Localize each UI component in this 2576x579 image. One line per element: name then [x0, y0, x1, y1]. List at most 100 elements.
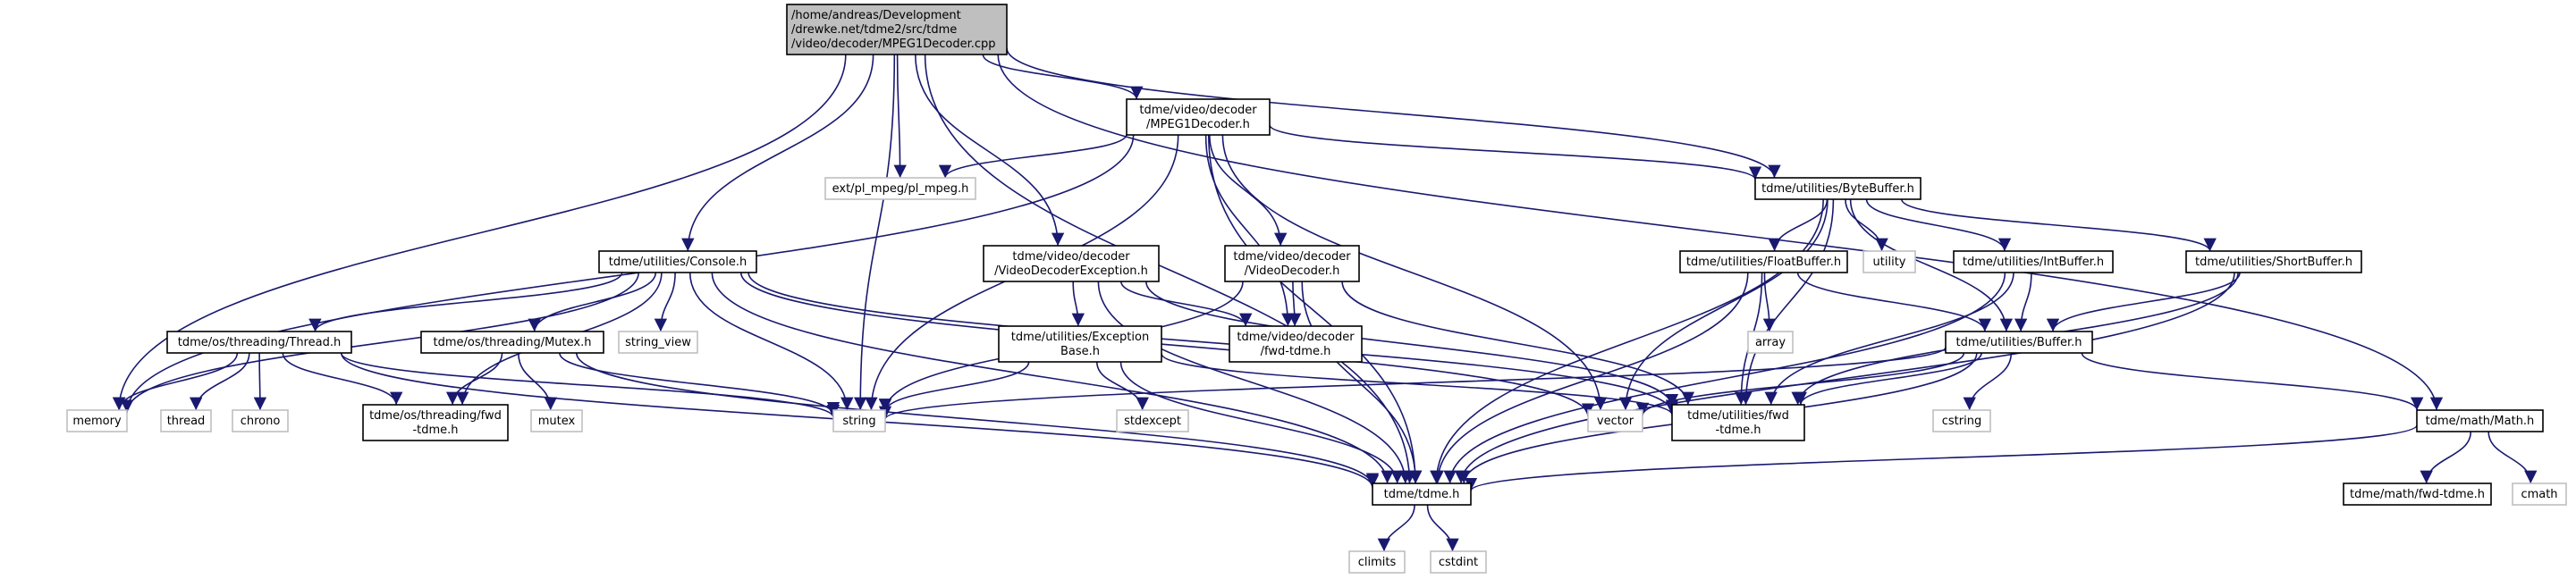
- edge-thread-to-threading_fwd: [282, 352, 403, 406]
- node-buffer[interactable]: tdme/utilities/Buffer.h: [1945, 331, 2093, 354]
- edge-thread-to-memory: [113, 352, 239, 411]
- edge-tdme_h-to-climits: [1377, 504, 1415, 552]
- edge-bytebuffer-to-shortbuffer: [1901, 198, 2217, 252]
- node-box: [983, 245, 1160, 282]
- edge-root-to-memory: [112, 54, 847, 411]
- node-utility: utility: [1862, 250, 1916, 273]
- node-label: tdme/utilities/FloatBuffer.h: [1686, 256, 1841, 269]
- edge-console-to-string_view: [654, 272, 676, 332]
- node-util-fwd[interactable]: tdme/utilities/fwd-tdme.h: [1671, 404, 1805, 441]
- node-box: [1372, 482, 1472, 506]
- node-label: array: [1755, 336, 1786, 349]
- node-label: thread: [167, 415, 206, 428]
- edge-buffer-to-cstring: [1963, 352, 2013, 411]
- node-box: [618, 331, 698, 354]
- node-vd-fwd[interactable]: tdme/video/decoder/fwd-tdme.h: [1229, 325, 1363, 363]
- edge-mpeg1_h-to-vector: [1221, 134, 1608, 411]
- node-climits: climits: [1348, 550, 1406, 574]
- edge-console-to-string: [688, 272, 854, 411]
- edge-thread-to-thread_std: [190, 352, 250, 411]
- node-box: [2512, 482, 2567, 506]
- edge-console-to-util_fwd: [747, 272, 1679, 413]
- node-label: tdme/video/decoder: [1233, 250, 1351, 264]
- edge-mutex_h-to-string: [559, 352, 840, 415]
- node-box: [1754, 177, 1921, 200]
- edge-floatbuffer-to-array: [1762, 272, 1777, 332]
- edge-console-to-thread: [308, 272, 623, 332]
- node-label: stdexcept: [1124, 415, 1181, 428]
- node-box: [2185, 250, 2362, 273]
- edge-root-to-string: [854, 54, 896, 411]
- node-box: [786, 4, 1008, 55]
- node-label: tdme/os/threading/Thread.h: [178, 336, 341, 349]
- node-box: [160, 409, 212, 432]
- edge-root-to-pl_mpeg: [893, 54, 907, 179]
- node-label: /VideoDecoder.h: [1245, 264, 1340, 278]
- edge-vde_h-to-util_fwd: [1145, 281, 1679, 407]
- node-box: [824, 177, 976, 200]
- edge-floatbuffer-to-buffer: [1796, 272, 1992, 332]
- edge-buffer-to-string: [879, 346, 1947, 420]
- node-label: /home/andreas/Development: [791, 9, 961, 22]
- node-intbuffer[interactable]: tdme/utilities/IntBuffer.h: [1953, 250, 2114, 273]
- node-box: [2416, 409, 2544, 432]
- edge-vde_h-to-vd_fwd: [1120, 281, 1253, 327]
- node-floatbuffer[interactable]: tdme/utilities/FloatBuffer.h: [1679, 250, 1848, 273]
- node-shortbuffer[interactable]: tdme/utilities/ShortBuffer.h: [2185, 250, 2362, 273]
- node-cstring: cstring: [1932, 409, 1991, 432]
- edge-tdme_h-to-cstdint: [1426, 504, 1459, 552]
- node-label: tdme/video/decoder: [1139, 104, 1257, 117]
- edge-vd_h-to-util_fwd: [1341, 281, 1695, 406]
- edge-mpeg1_h-to-vd_fwd: [1204, 134, 1295, 327]
- node-box: [1671, 404, 1805, 441]
- node-box: [998, 325, 1162, 363]
- node-vector: vector: [1587, 409, 1643, 432]
- edge-root-to-bytebuffer: [1006, 47, 1781, 179]
- node-mpeg1-h[interactable]: tdme/video/decoder/MPEG1Decoder.h: [1126, 98, 1271, 136]
- edge-console-to-vector: [739, 272, 1595, 416]
- edge-bytebuffer-to-vector: [1618, 198, 1829, 411]
- node-label: -tdme.h: [412, 424, 458, 437]
- edge-intbuffer-to-buffer: [2014, 272, 2032, 332]
- node-console[interactable]: tdme/utilities/Console.h: [598, 250, 757, 273]
- node-mutex-std: mutex: [530, 409, 583, 432]
- node-label: Base.h: [1060, 345, 1100, 358]
- edge-bytebuffer-to-utility: [1845, 198, 1888, 252]
- edge-thread-to-chrono: [253, 352, 267, 411]
- node-vd-h[interactable]: tdme/video/decoder/VideoDecoder.h: [1224, 245, 1360, 282]
- node-math-h[interactable]: tdme/math/Math.h: [2416, 409, 2544, 432]
- node-box: [530, 409, 583, 432]
- node-label: tdme/utilities/Console.h: [609, 256, 747, 269]
- node-box: [1126, 98, 1271, 136]
- node-box: [1224, 245, 1360, 282]
- node-tdme-h[interactable]: tdme/tdme.h: [1372, 482, 1472, 506]
- node-vde-h[interactable]: tdme/video/decoder/VideoDecoderException…: [983, 245, 1160, 282]
- node-box: [362, 404, 509, 441]
- node-root[interactable]: /home/andreas/Development/drewke.net/tdm…: [786, 4, 1008, 55]
- edge-mpeg1_h-to-bytebuffer: [1269, 124, 1761, 180]
- node-thread[interactable]: tdme/os/threading/Thread.h: [166, 331, 352, 354]
- node-math-fwd[interactable]: tdme/math/fwd-tdme.h: [2343, 482, 2492, 506]
- node-bytebuffer[interactable]: tdme/utilities/ByteBuffer.h: [1754, 177, 1921, 200]
- edge-exception-to-string: [878, 361, 1030, 413]
- node-label: tdme/video/decoder: [1012, 250, 1130, 264]
- node-box: [2343, 482, 2492, 506]
- node-label: tdme/math/Math.h: [2426, 415, 2535, 428]
- node-box: [232, 409, 289, 432]
- node-string: string: [832, 409, 886, 432]
- edge-intbuffer-to-util_fwd: [1764, 272, 2014, 406]
- node-label: tdme/tdme.h: [1384, 488, 1460, 501]
- node-threading-fwd[interactable]: tdme/os/threading/fwd-tdme.h: [362, 404, 509, 441]
- node-label: tdme/utilities/ByteBuffer.h: [1761, 182, 1914, 196]
- edge-vd_h-to-vd_fwd: [1288, 281, 1302, 327]
- edge-console-to-mutex_h: [528, 272, 657, 332]
- edge-vde_h-to-tdme_h: [1097, 281, 1412, 484]
- edge-bytebuffer-to-buffer: [1849, 198, 2014, 332]
- node-label: tdme/utilities/IntBuffer.h: [1963, 256, 2104, 269]
- node-mutex-h[interactable]: tdme/os/threading/Mutex.h: [420, 331, 604, 354]
- node-label: -tdme.h: [1715, 424, 1761, 437]
- node-label: string: [842, 415, 875, 428]
- node-pl-mpeg: ext/pl_mpeg/pl_mpeg.h: [824, 177, 976, 200]
